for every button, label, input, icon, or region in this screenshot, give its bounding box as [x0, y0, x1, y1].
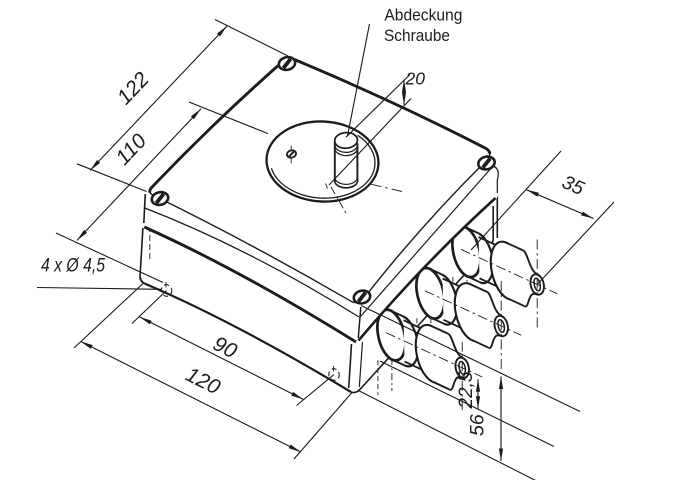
svg-text:56: 56	[467, 414, 489, 436]
svg-text:Abdeckung: Abdeckung	[384, 6, 462, 25]
svg-text:20: 20	[405, 69, 426, 89]
svg-text:22,5: 22,5	[456, 371, 477, 409]
svg-text:Schraube: Schraube	[384, 26, 450, 45]
svg-text:4 x Ø 4,5: 4 x Ø 4,5	[41, 255, 105, 277]
